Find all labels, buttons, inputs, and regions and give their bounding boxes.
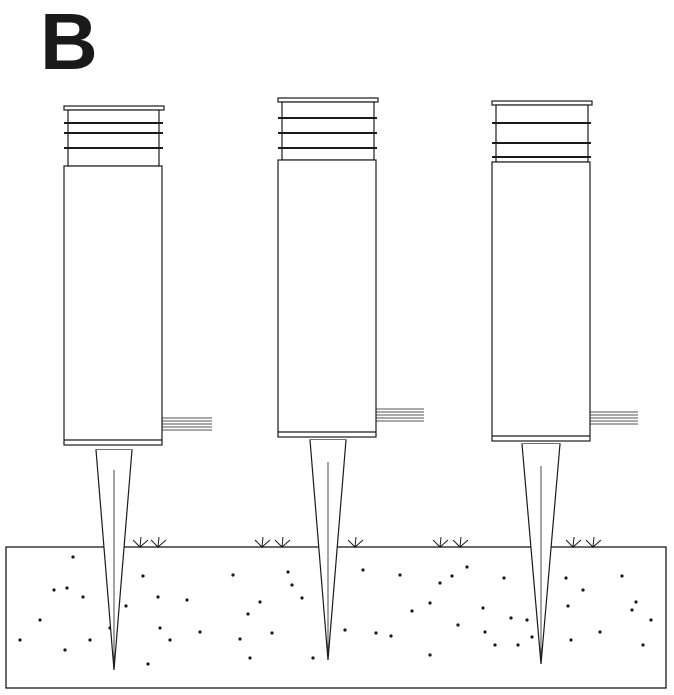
soil-dot xyxy=(168,638,172,642)
soil-dot xyxy=(52,588,56,592)
soil-dot xyxy=(509,616,513,620)
soil-dot xyxy=(428,601,432,605)
soil-dot xyxy=(300,596,304,600)
soil-dot xyxy=(428,653,432,657)
soil-dot xyxy=(374,631,378,635)
soil-dot xyxy=(641,643,645,647)
grass-tuft xyxy=(565,536,582,549)
grass-tufts xyxy=(132,536,602,549)
soil-dot xyxy=(530,635,534,639)
soil-dot xyxy=(398,573,402,577)
light-cable xyxy=(162,417,212,431)
soil-dot xyxy=(649,618,653,622)
soil-dot xyxy=(18,638,22,642)
soil-dot xyxy=(258,600,262,604)
soil-dot xyxy=(286,570,290,574)
soil-dot xyxy=(231,573,235,577)
panel-label: B xyxy=(40,0,98,86)
soil-dot xyxy=(389,634,393,638)
soil-dot xyxy=(124,604,128,608)
soil-dot xyxy=(71,555,75,559)
soil-dot xyxy=(456,623,460,627)
soil-dot xyxy=(525,618,529,622)
grass-tuft xyxy=(132,536,149,549)
grass-tuft xyxy=(585,536,602,549)
soil-dot xyxy=(88,638,92,642)
soil-dot xyxy=(158,626,162,630)
soil-dot xyxy=(198,630,202,634)
soil-dot xyxy=(410,609,414,613)
soil-dot xyxy=(502,576,506,580)
soil-dots xyxy=(18,555,653,666)
soil-dot xyxy=(311,656,315,660)
soil-dot xyxy=(493,643,497,647)
grass-tuft xyxy=(432,536,449,549)
soil-dot xyxy=(569,638,573,642)
soil-dot xyxy=(246,612,250,616)
garden-light-middle xyxy=(277,97,424,661)
soil-dot xyxy=(481,606,485,610)
soil-dot xyxy=(156,595,160,599)
soil-dot xyxy=(516,643,520,647)
light-head xyxy=(281,101,375,161)
soil-dot xyxy=(238,637,242,641)
soil-dot xyxy=(248,656,252,660)
soil-dot xyxy=(81,595,85,599)
grass-tuft xyxy=(274,536,291,549)
soil-dot xyxy=(38,618,42,622)
soil-dot xyxy=(483,630,487,634)
light-head xyxy=(67,109,160,167)
soil-dot xyxy=(361,568,365,572)
light-body xyxy=(277,159,377,438)
light-body xyxy=(63,165,163,446)
soil-dot xyxy=(290,583,294,587)
grass-tuft xyxy=(150,536,167,549)
soil-dot xyxy=(65,586,69,590)
garden-light-right xyxy=(491,100,638,665)
soil-dot xyxy=(630,608,634,612)
grass-tuft xyxy=(254,536,271,549)
garden-light-left xyxy=(63,105,212,671)
light-cable xyxy=(590,411,638,425)
soil-dot xyxy=(63,648,67,652)
soil-dot xyxy=(146,662,150,666)
soil-dot xyxy=(566,604,570,608)
soil-dot xyxy=(141,574,145,578)
soil-dot xyxy=(620,574,624,578)
light-head xyxy=(495,104,589,163)
soil-dot xyxy=(634,600,638,604)
soil-dot xyxy=(598,630,602,634)
soil-dot xyxy=(465,565,469,569)
light-cable xyxy=(376,408,424,422)
soil-dot xyxy=(343,628,347,632)
soil-dot xyxy=(270,631,274,635)
soil-dot xyxy=(581,588,585,592)
grass-tuft xyxy=(347,536,364,549)
soil-dot xyxy=(185,598,189,602)
soil-dot xyxy=(450,574,454,578)
soil-dot xyxy=(438,581,442,585)
soil-dot xyxy=(564,576,568,580)
grass-tuft xyxy=(452,536,469,549)
light-body xyxy=(491,161,591,442)
